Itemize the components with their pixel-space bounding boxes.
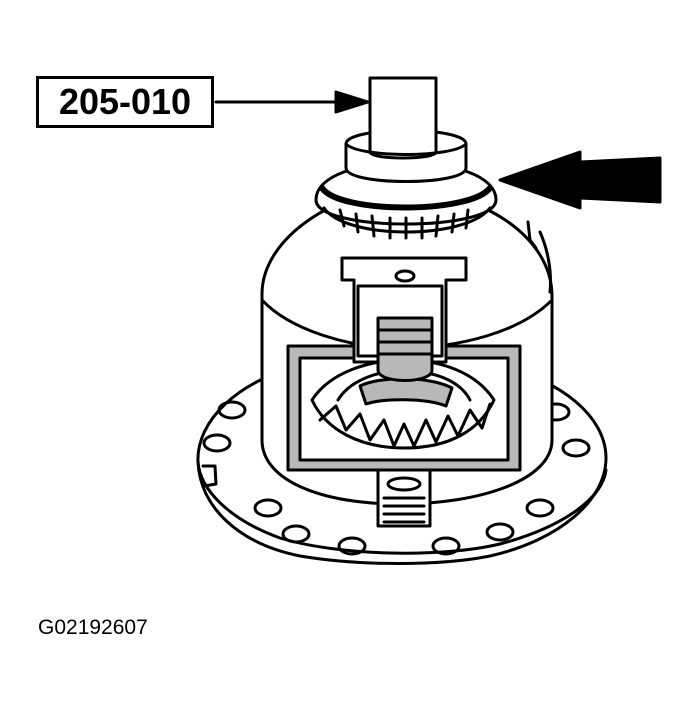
tool-number-box: 205-010	[36, 76, 214, 128]
flange-bolt-holes	[202, 400, 591, 556]
differential-gears	[310, 358, 496, 450]
figure-id: G02192607	[38, 616, 148, 639]
bearing-rollers	[338, 208, 470, 240]
installer-tool	[344, 76, 468, 183]
tool-callout-arrow	[214, 90, 370, 114]
bearing-indicator-arrow	[498, 150, 662, 210]
lower-shaft	[376, 468, 432, 528]
tool-number-label: 205-010	[58, 81, 192, 122]
pinion-shaft-block	[340, 256, 468, 382]
